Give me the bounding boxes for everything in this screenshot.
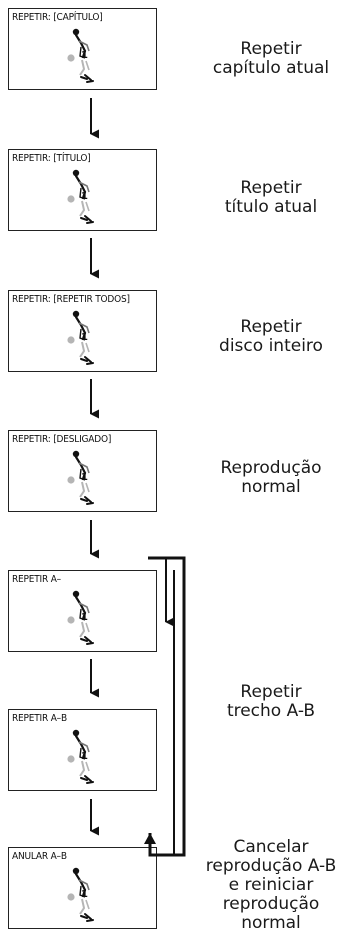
description-line: título atual [224,197,318,217]
screen-text: REPETIR: [REPETIR TODOS] [12,294,130,305]
description-repeat-off: Reprodução normal [192,459,350,497]
screen-repeat-off: REPETIR: [DESLIGADO] [8,430,157,512]
description-line: Cancelar [233,837,309,857]
description-line: reprodução A-B [205,856,337,876]
description-repeat-ab: Repetir trecho A-B [192,683,350,721]
description-line: Reprodução [220,458,322,478]
screen-repeat-title: REPETIR: [TÍTULO] [8,149,157,231]
description-line: normal [241,913,301,933]
description-cancel-ab: Cancelar reprodução A-B e reiniciar repr… [192,838,350,933]
description-line: capítulo atual [212,58,330,78]
screen-repeat-a: REPETIR A– [8,570,157,652]
screen-repeat-all: REPETIR: [REPETIR TODOS] [8,290,157,372]
description-line: Repetir [240,682,302,702]
description-line: Repetir [240,178,302,198]
screen-text: REPETIR A–B [12,713,67,724]
description-line: disco inteiro [219,336,323,356]
description-line: trecho A-B [226,701,316,721]
screen-text: REPETIR: [DESLIGADO] [12,434,112,445]
screen-cancel-ab: ANULAR A–B [8,847,157,929]
screen-repeat-ab: REPETIR A–B [8,709,157,791]
screen-repeat-chapter: REPETIR: [CAPÍTULO] [8,8,157,90]
description-repeat-all: Repetir disco inteiro [192,318,350,356]
screen-text: REPETIR A– [12,574,61,585]
description-line: reprodução [222,894,320,914]
description-line: e reiniciar [228,875,314,895]
description-line: Repetir [240,317,302,337]
screen-text: REPETIR: [TÍTULO] [12,153,91,164]
description-repeat-title: Repetir título atual [192,179,350,217]
screen-text: REPETIR: [CAPÍTULO] [12,12,103,23]
description-repeat-chapter: Repetir capítulo atual [192,40,350,78]
description-line: normal [241,477,301,497]
screen-text: ANULAR A–B [12,851,67,862]
description-line: Repetir [240,39,302,59]
loop-back-arrow-icon [144,556,186,857]
